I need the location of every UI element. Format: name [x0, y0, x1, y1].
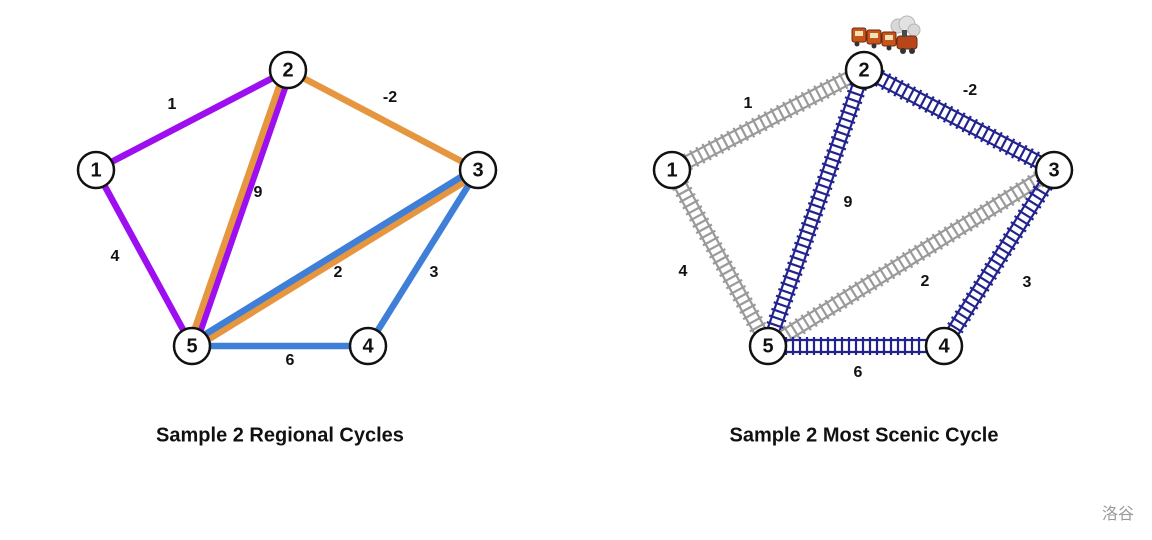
- edge-2-3-orange: [284, 66, 482, 174]
- edge-1-5-purple: [92, 166, 196, 350]
- rail-5-4: [768, 337, 944, 355]
- node-label: 3: [1048, 159, 1059, 181]
- node-label: 5: [762, 335, 773, 357]
- edge-weight-label: 3: [430, 264, 439, 281]
- edge-2-5-purple: [191, 67, 295, 351]
- graph-node-5: 5: [172, 326, 212, 366]
- edge-2-5-orange: [185, 65, 289, 349]
- graph-node-1: 1: [652, 150, 692, 190]
- edge-weight-label: 3: [1023, 274, 1032, 291]
- rail-1-2: [668, 63, 868, 177]
- edge-weight-label: 6: [854, 364, 863, 381]
- edge-weight-label: -2: [963, 82, 977, 99]
- edge-weight-label: 4: [679, 263, 688, 280]
- edge-3-4-blue: [364, 166, 482, 350]
- edge-weight-label: 1: [744, 95, 753, 112]
- edge-weight-label: 6: [286, 352, 295, 369]
- diagram-caption: Sample 2 Most Scenic Cycle: [729, 424, 998, 446]
- edge-weight-label: -2: [383, 89, 397, 106]
- steam-train-icon: [851, 15, 921, 54]
- node-label: 1: [666, 159, 677, 181]
- graph-node-3: 3: [458, 150, 498, 190]
- graph-node-1: 1: [76, 150, 116, 190]
- edge-weight-label: 2: [334, 264, 343, 281]
- edge-1-2-purple: [92, 66, 292, 174]
- graph-node-4: 4: [924, 326, 964, 366]
- node-label: 2: [282, 59, 293, 81]
- node-label: 3: [472, 159, 483, 181]
- edge-3-5-blue: [187, 164, 480, 347]
- rail-3-4: [937, 166, 1061, 350]
- graph-node-5: 5: [748, 326, 788, 366]
- node-label: 4: [362, 335, 374, 357]
- node-label: 4: [938, 335, 950, 357]
- edge-weight-label: 2: [921, 273, 930, 290]
- rail-3-5: [764, 163, 1058, 353]
- rail-1-5: [665, 166, 775, 350]
- edge-weight-label: 4: [111, 248, 120, 265]
- graph-node-2: 2: [268, 50, 308, 90]
- watermark: 洛谷: [1101, 504, 1134, 523]
- graph-node-4: 4: [348, 326, 388, 366]
- graph-node-3: 3: [1034, 150, 1074, 190]
- edge-weight-label: 1: [168, 96, 177, 113]
- node-label: 2: [858, 59, 869, 81]
- edge-weight-label: 9: [254, 184, 263, 201]
- node-label: 5: [186, 335, 197, 357]
- diagram-caption: Sample 2 Regional Cycles: [156, 424, 404, 446]
- edge-3-5-orange: [190, 169, 483, 352]
- rail-2-3: [860, 63, 1058, 177]
- graph-node-2: 2: [844, 50, 884, 90]
- node-label: 1: [90, 159, 101, 181]
- rail-2-5: [761, 67, 871, 349]
- edge-weight-label: 9: [844, 194, 853, 211]
